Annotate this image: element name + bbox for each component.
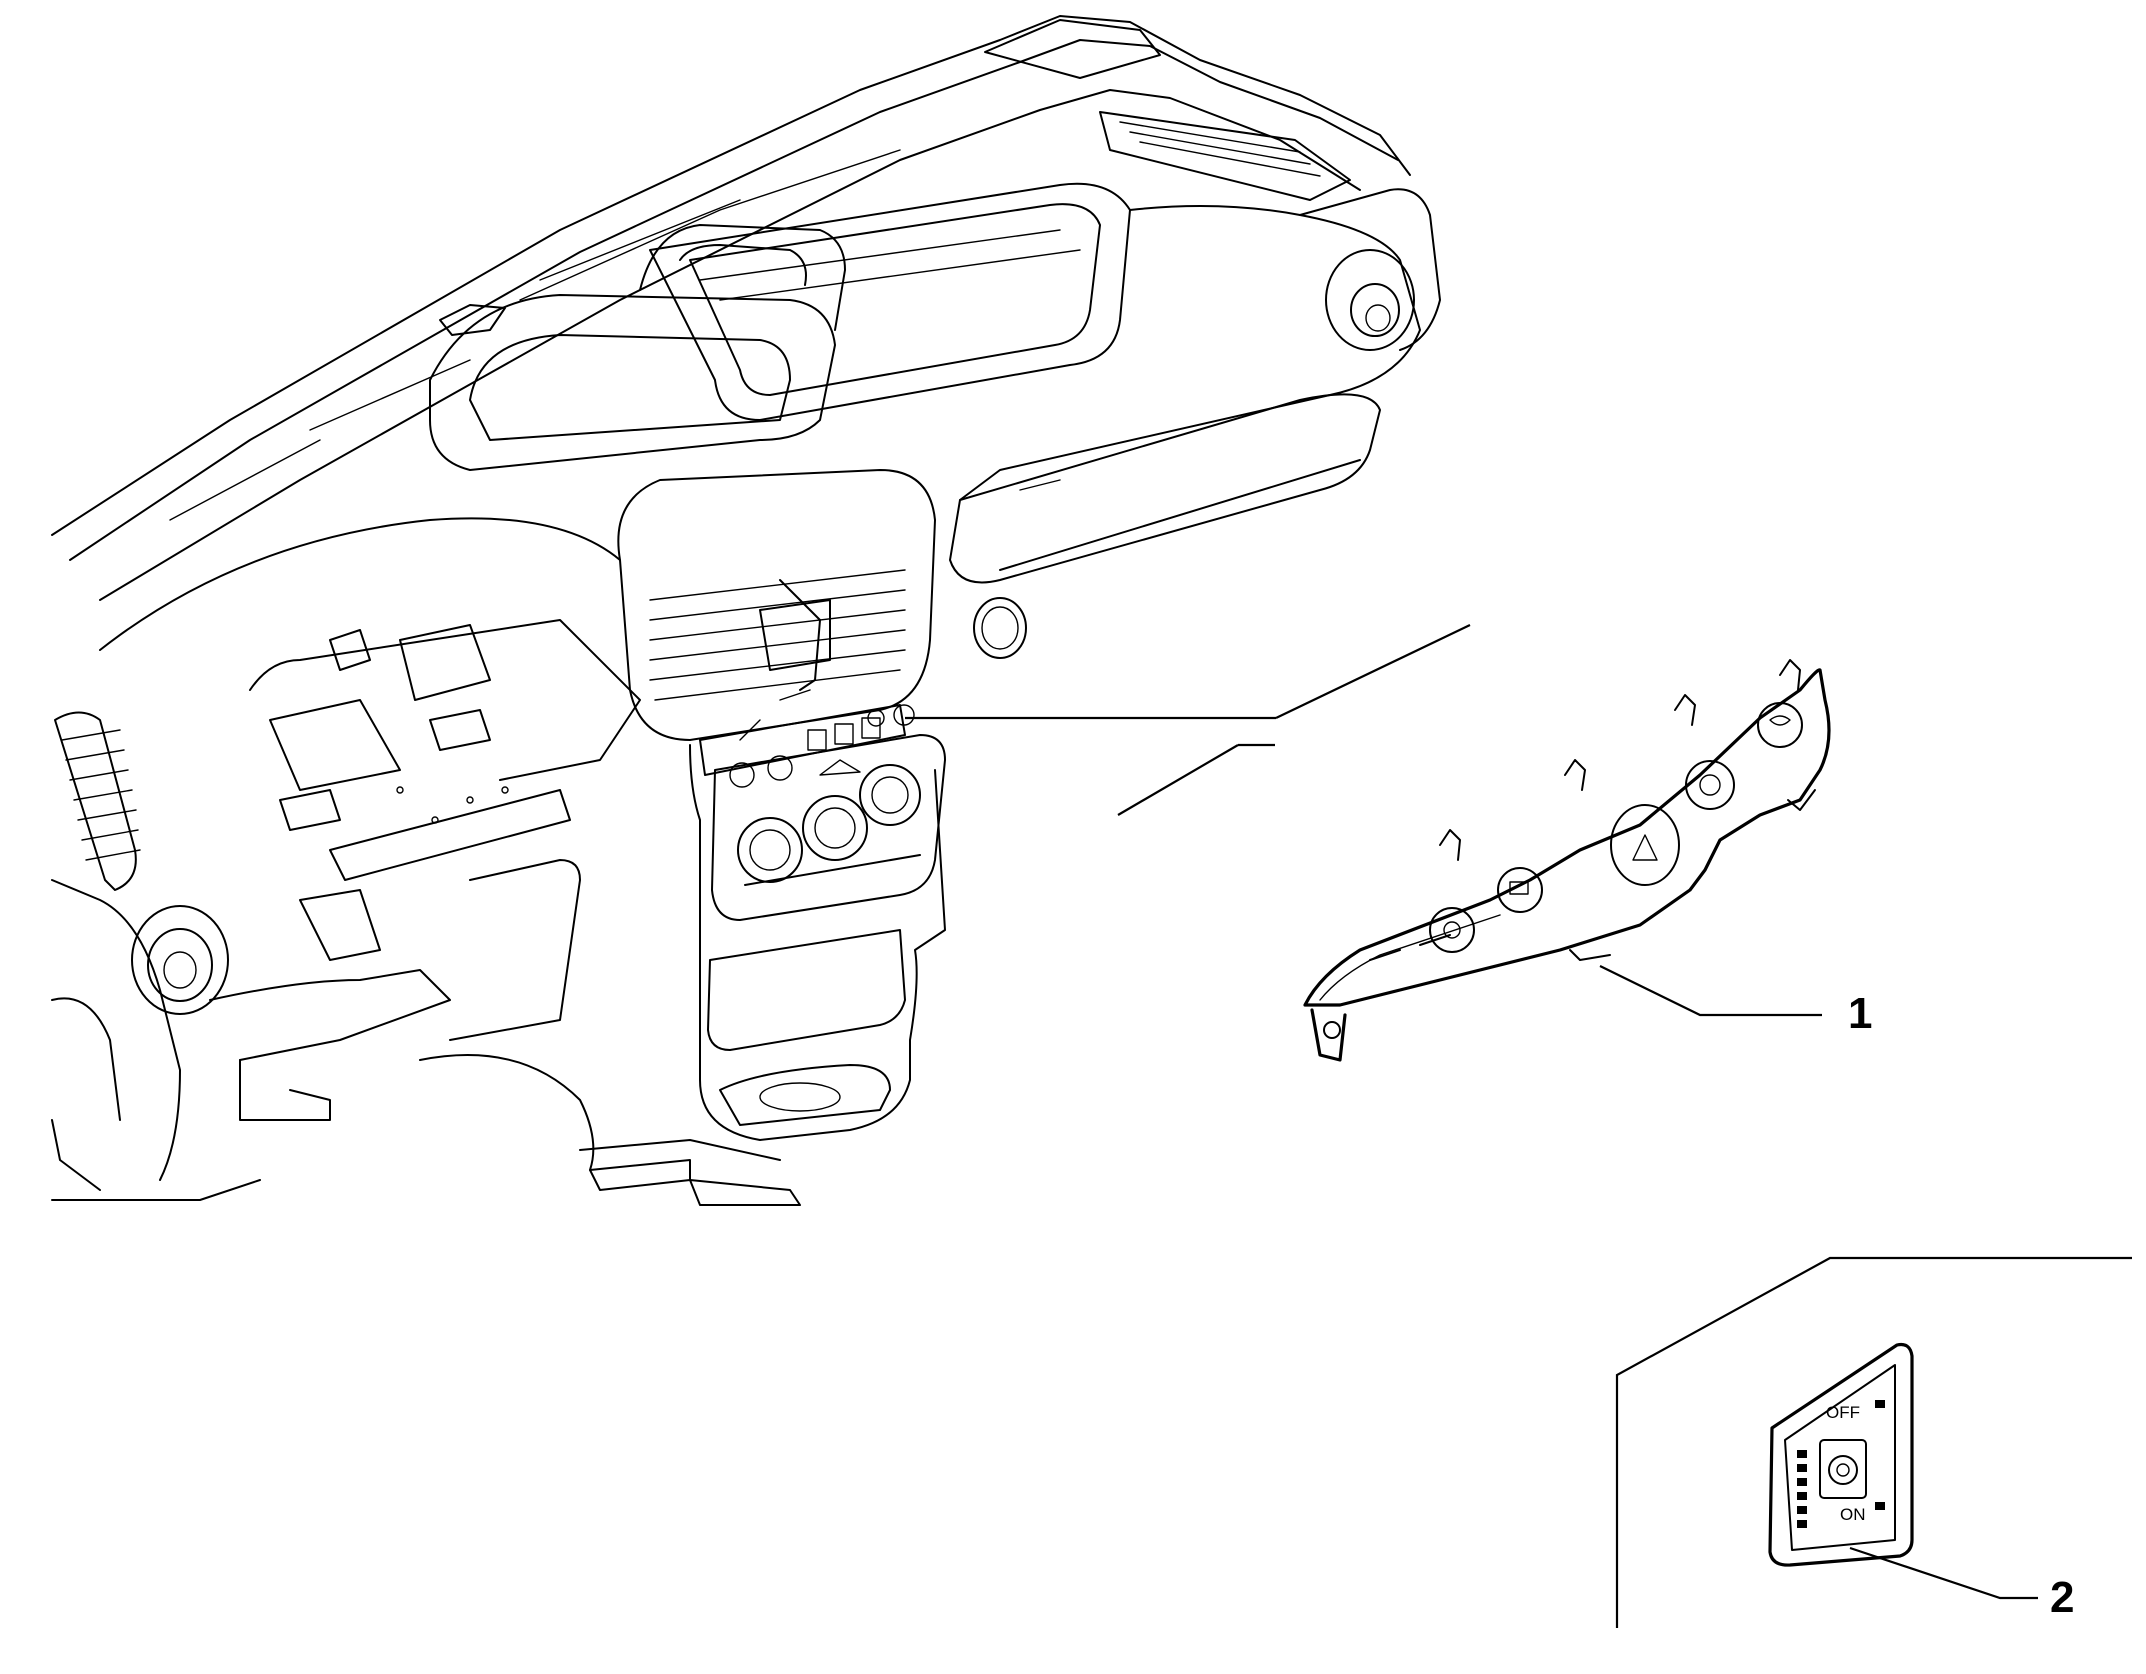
leader-1 [1599,965,1822,1017]
switch-panel-part-1 [1303,659,1831,1062]
leader-2 [1849,1546,2038,1600]
callout-number-1: 1 [1848,989,1872,1038]
on-label: ON [1840,1505,1866,1524]
dashboard-assembly [51,15,1441,1206]
frame-box-part-2 [1615,1256,2132,1628]
callout-number-2: 2 [2050,1573,2074,1622]
leader-lines [1599,965,2038,1600]
off-label: OFF [1826,1403,1860,1422]
switch-module-part-2: OFF ON [1768,1342,1914,1567]
guide-lines [905,624,1471,816]
